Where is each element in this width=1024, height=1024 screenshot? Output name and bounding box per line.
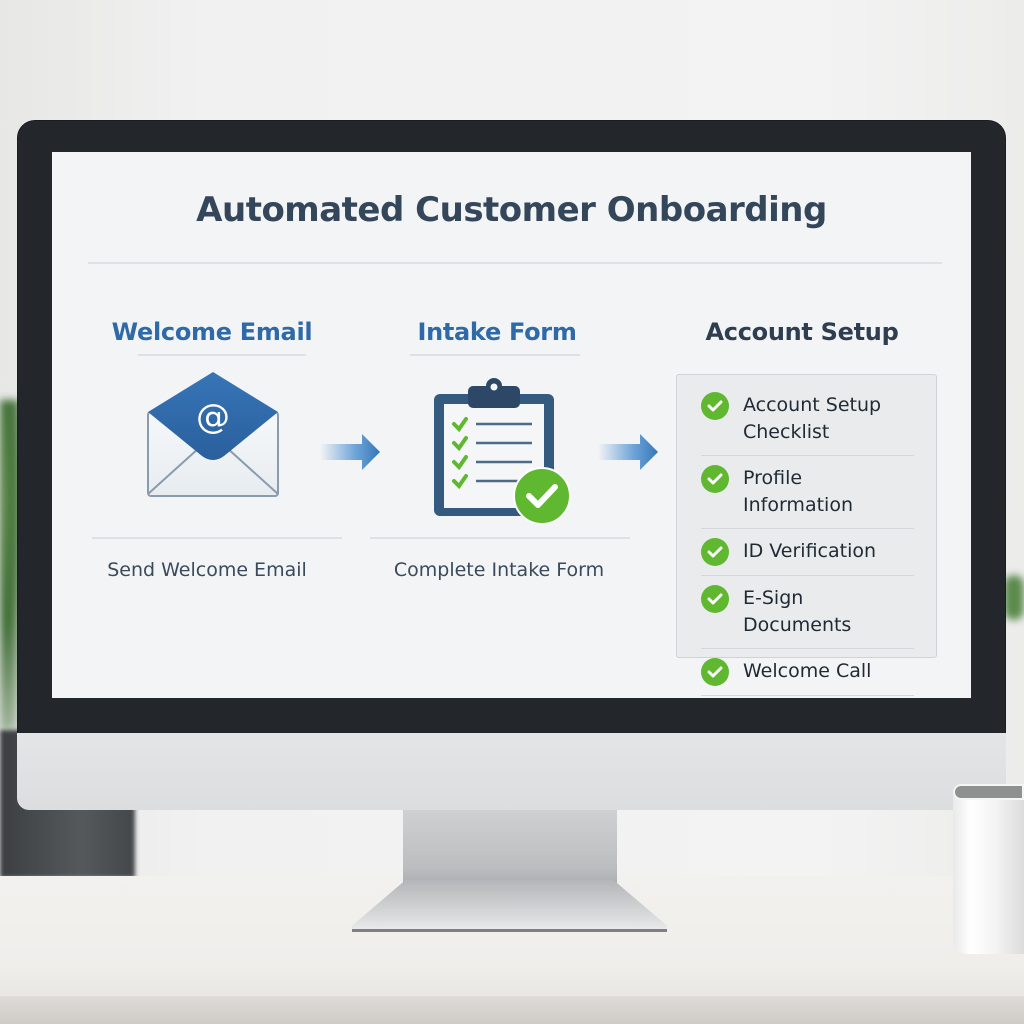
step-underline (410, 354, 580, 356)
checklist-item-label: Welcome Call (743, 660, 872, 682)
envelope-at-icon: @ (146, 370, 280, 500)
flow-arrow-2 (598, 432, 658, 472)
monitor-stand-foot (352, 880, 667, 932)
coffee-mug (953, 784, 1024, 954)
step-caption-complete-intake-form: Complete Intake Form (393, 559, 605, 581)
step-heading-welcome-email: Welcome Email (111, 318, 313, 346)
step-heading-intake-form: Intake Form (417, 318, 577, 346)
svg-text:@: @ (196, 397, 230, 437)
step-caption-send-welcome-email: Send Welcome Email (107, 559, 307, 581)
monitor-stand-neck (403, 810, 617, 890)
checklist-item: E-Sign Documents (701, 576, 914, 649)
checklist-item-label: Profile Information (743, 467, 853, 516)
plant-left (0, 400, 22, 730)
check-circle-icon (701, 658, 729, 686)
checklist-item: ID Verification (701, 529, 914, 576)
step-underline (138, 354, 306, 356)
flow-arrow-1 (320, 432, 380, 472)
checklist-item: Profile Information (701, 456, 914, 529)
checklist-item: Account Setup Checklist (701, 383, 914, 456)
checklist-item-label: ID Verification (743, 540, 877, 562)
monitor-chin (17, 733, 1006, 810)
check-circle-icon (701, 465, 729, 493)
caption-divider (92, 537, 342, 539)
screen: Automated Customer Onboarding Welcome Em… (52, 152, 971, 698)
checklist-item-label: Account Setup Checklist (743, 394, 882, 443)
checklist-item-label: E-Sign Documents (743, 587, 852, 636)
check-circle-icon (701, 538, 729, 566)
clipboard-checklist-icon (432, 378, 574, 528)
caption-divider (370, 537, 630, 539)
desk-edge (0, 996, 1024, 1024)
coffee-mug-rim (953, 784, 1024, 800)
page-title: Automated Customer Onboarding (196, 190, 827, 230)
account-setup-heading: Account Setup (705, 318, 899, 346)
check-circle-icon (701, 585, 729, 613)
title-divider (88, 262, 942, 264)
check-circle-icon (701, 392, 729, 420)
plant-right (1004, 575, 1024, 620)
checklist-item: Welcome Call (701, 649, 914, 696)
account-setup-checklist: Account Setup Checklist Profile Informat… (676, 374, 937, 696)
